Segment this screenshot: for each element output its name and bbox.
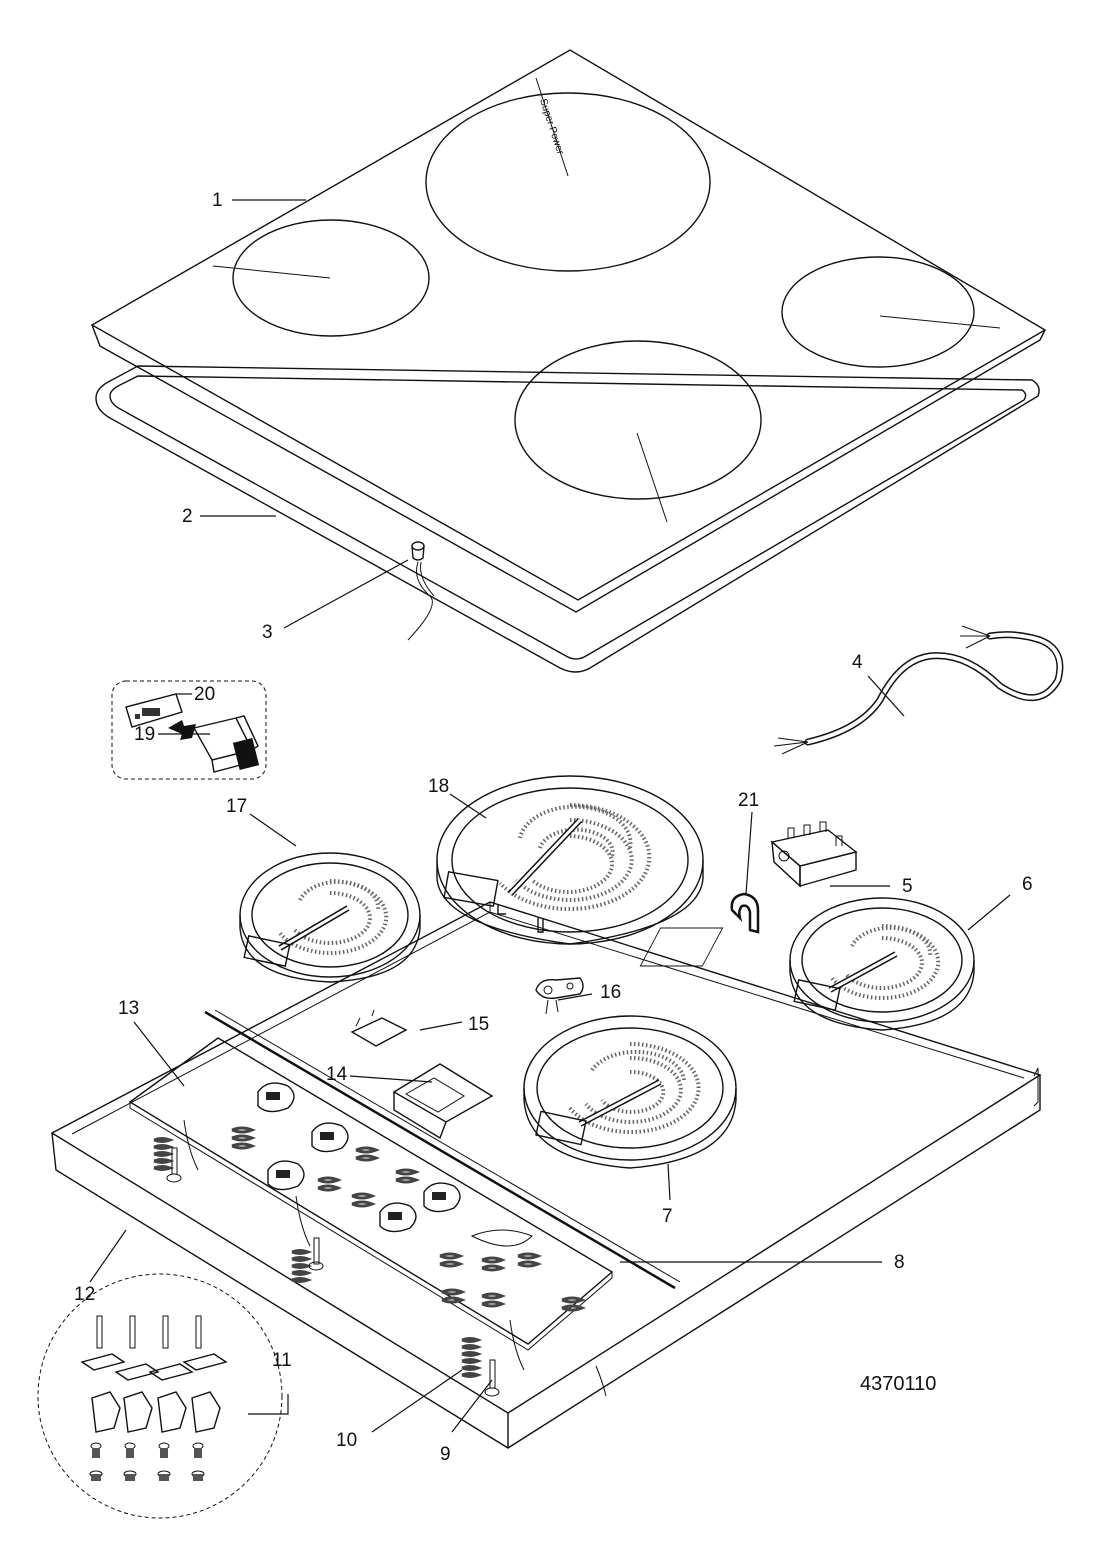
callout-12: 12	[74, 1284, 95, 1305]
drawing-number: 4370110	[860, 1373, 936, 1395]
thermal-sensor	[407, 541, 435, 641]
callout-8: 8	[894, 1252, 905, 1273]
callout-11: 11	[272, 1350, 292, 1371]
spring-clip-15	[350, 1009, 408, 1047]
glass-marking: Super Power	[537, 98, 566, 157]
sensor-bracket	[535, 977, 584, 1015]
kit-bolts	[89, 1442, 205, 1481]
callout-2: 2	[182, 506, 193, 527]
studs-and-springs	[153, 1137, 500, 1397]
coil-springs	[231, 1126, 587, 1312]
burner-left	[239, 852, 421, 983]
clip	[730, 892, 760, 934]
callout-1: 1	[212, 190, 223, 211]
callout-16: 16	[600, 982, 621, 1003]
callout-6: 6	[1022, 874, 1033, 895]
callout-19: 19	[134, 724, 155, 745]
kit-screws	[96, 1315, 202, 1349]
callout-17: 17	[226, 796, 247, 817]
callout-21: 21	[738, 790, 759, 811]
kit-plates	[80, 1353, 228, 1381]
divider-strip	[204, 1009, 681, 1290]
callout-5: 5	[902, 876, 913, 897]
callout-14: 14	[326, 1064, 348, 1085]
callouts: 1 2 3 4 5 6 7 8 9 10 11 12 13 14 15 16 1…	[74, 190, 1033, 1465]
callout-18: 18	[428, 776, 449, 797]
callout-13: 13	[118, 998, 139, 1019]
glass-top: Super Power	[90, 49, 1047, 613]
callout-3: 3	[262, 622, 273, 643]
burner-right	[789, 897, 975, 1031]
callout-15: 15	[468, 1014, 489, 1035]
callout-4: 4	[852, 652, 863, 673]
control-board	[128, 1037, 614, 1397]
gasket-frame	[95, 365, 1040, 673]
callout-7: 7	[662, 1206, 673, 1227]
power-cable	[773, 625, 1064, 755]
burner-rear-large	[436, 775, 704, 945]
kit-brackets	[91, 1391, 221, 1433]
fixing-kit-inset	[37, 1273, 283, 1519]
callout-10: 10	[336, 1430, 357, 1451]
leader-lines	[89, 199, 1011, 1433]
service-kit-inset	[111, 680, 267, 780]
relays	[257, 1082, 461, 1233]
burner-front	[523, 1015, 737, 1169]
base-tray	[50, 901, 1042, 1449]
terminal-block	[770, 821, 858, 888]
callout-9: 9	[440, 1444, 451, 1465]
bracket-14	[392, 1063, 494, 1140]
callout-20: 20	[194, 684, 215, 705]
